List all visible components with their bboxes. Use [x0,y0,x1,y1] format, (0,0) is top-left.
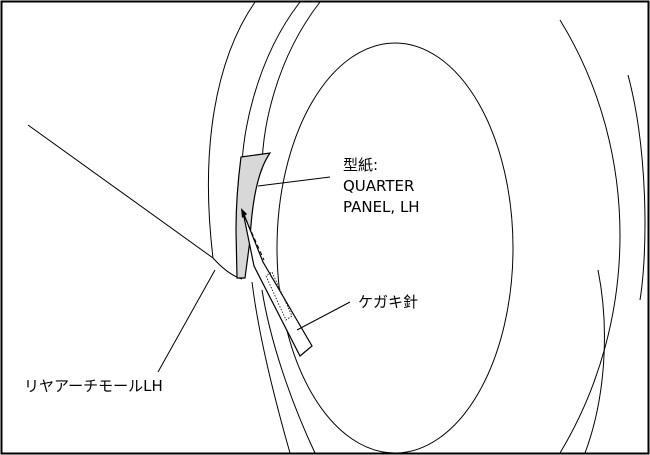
leader-template [257,176,331,187]
template-label-line1: QUARTER [343,177,415,195]
tire-outer-left [261,289,316,454]
quarter-panel-edge [27,124,214,259]
wheel-ellipse [276,42,514,454]
template-label-line2: PANEL, LH [343,198,420,216]
arch-curve-2 [241,1,301,181]
scriber-needle [242,211,313,357]
scriber-label: ケガキ針 [358,293,419,311]
arch-curve-3 [261,1,321,171]
leader-scriber [296,301,351,331]
leader-molding [157,269,216,373]
tire-inner-left [251,281,291,454]
template-piece [235,152,272,279]
tire-right-arc-2 [584,269,605,454]
template-label: 型紙: QUARTER PANEL, LH [343,155,420,218]
scriber-dashed-line [242,212,265,261]
molding-label: リヤアーチモールLH [24,377,163,395]
tire-right-arc-1 [559,19,621,454]
scriber-knurl [265,271,293,321]
template-label-title: 型紙: [343,156,379,174]
scriber-tip-arrow [241,208,247,218]
arch-outer-curve [207,1,256,259]
tire-right-arc-3 [627,74,646,301]
